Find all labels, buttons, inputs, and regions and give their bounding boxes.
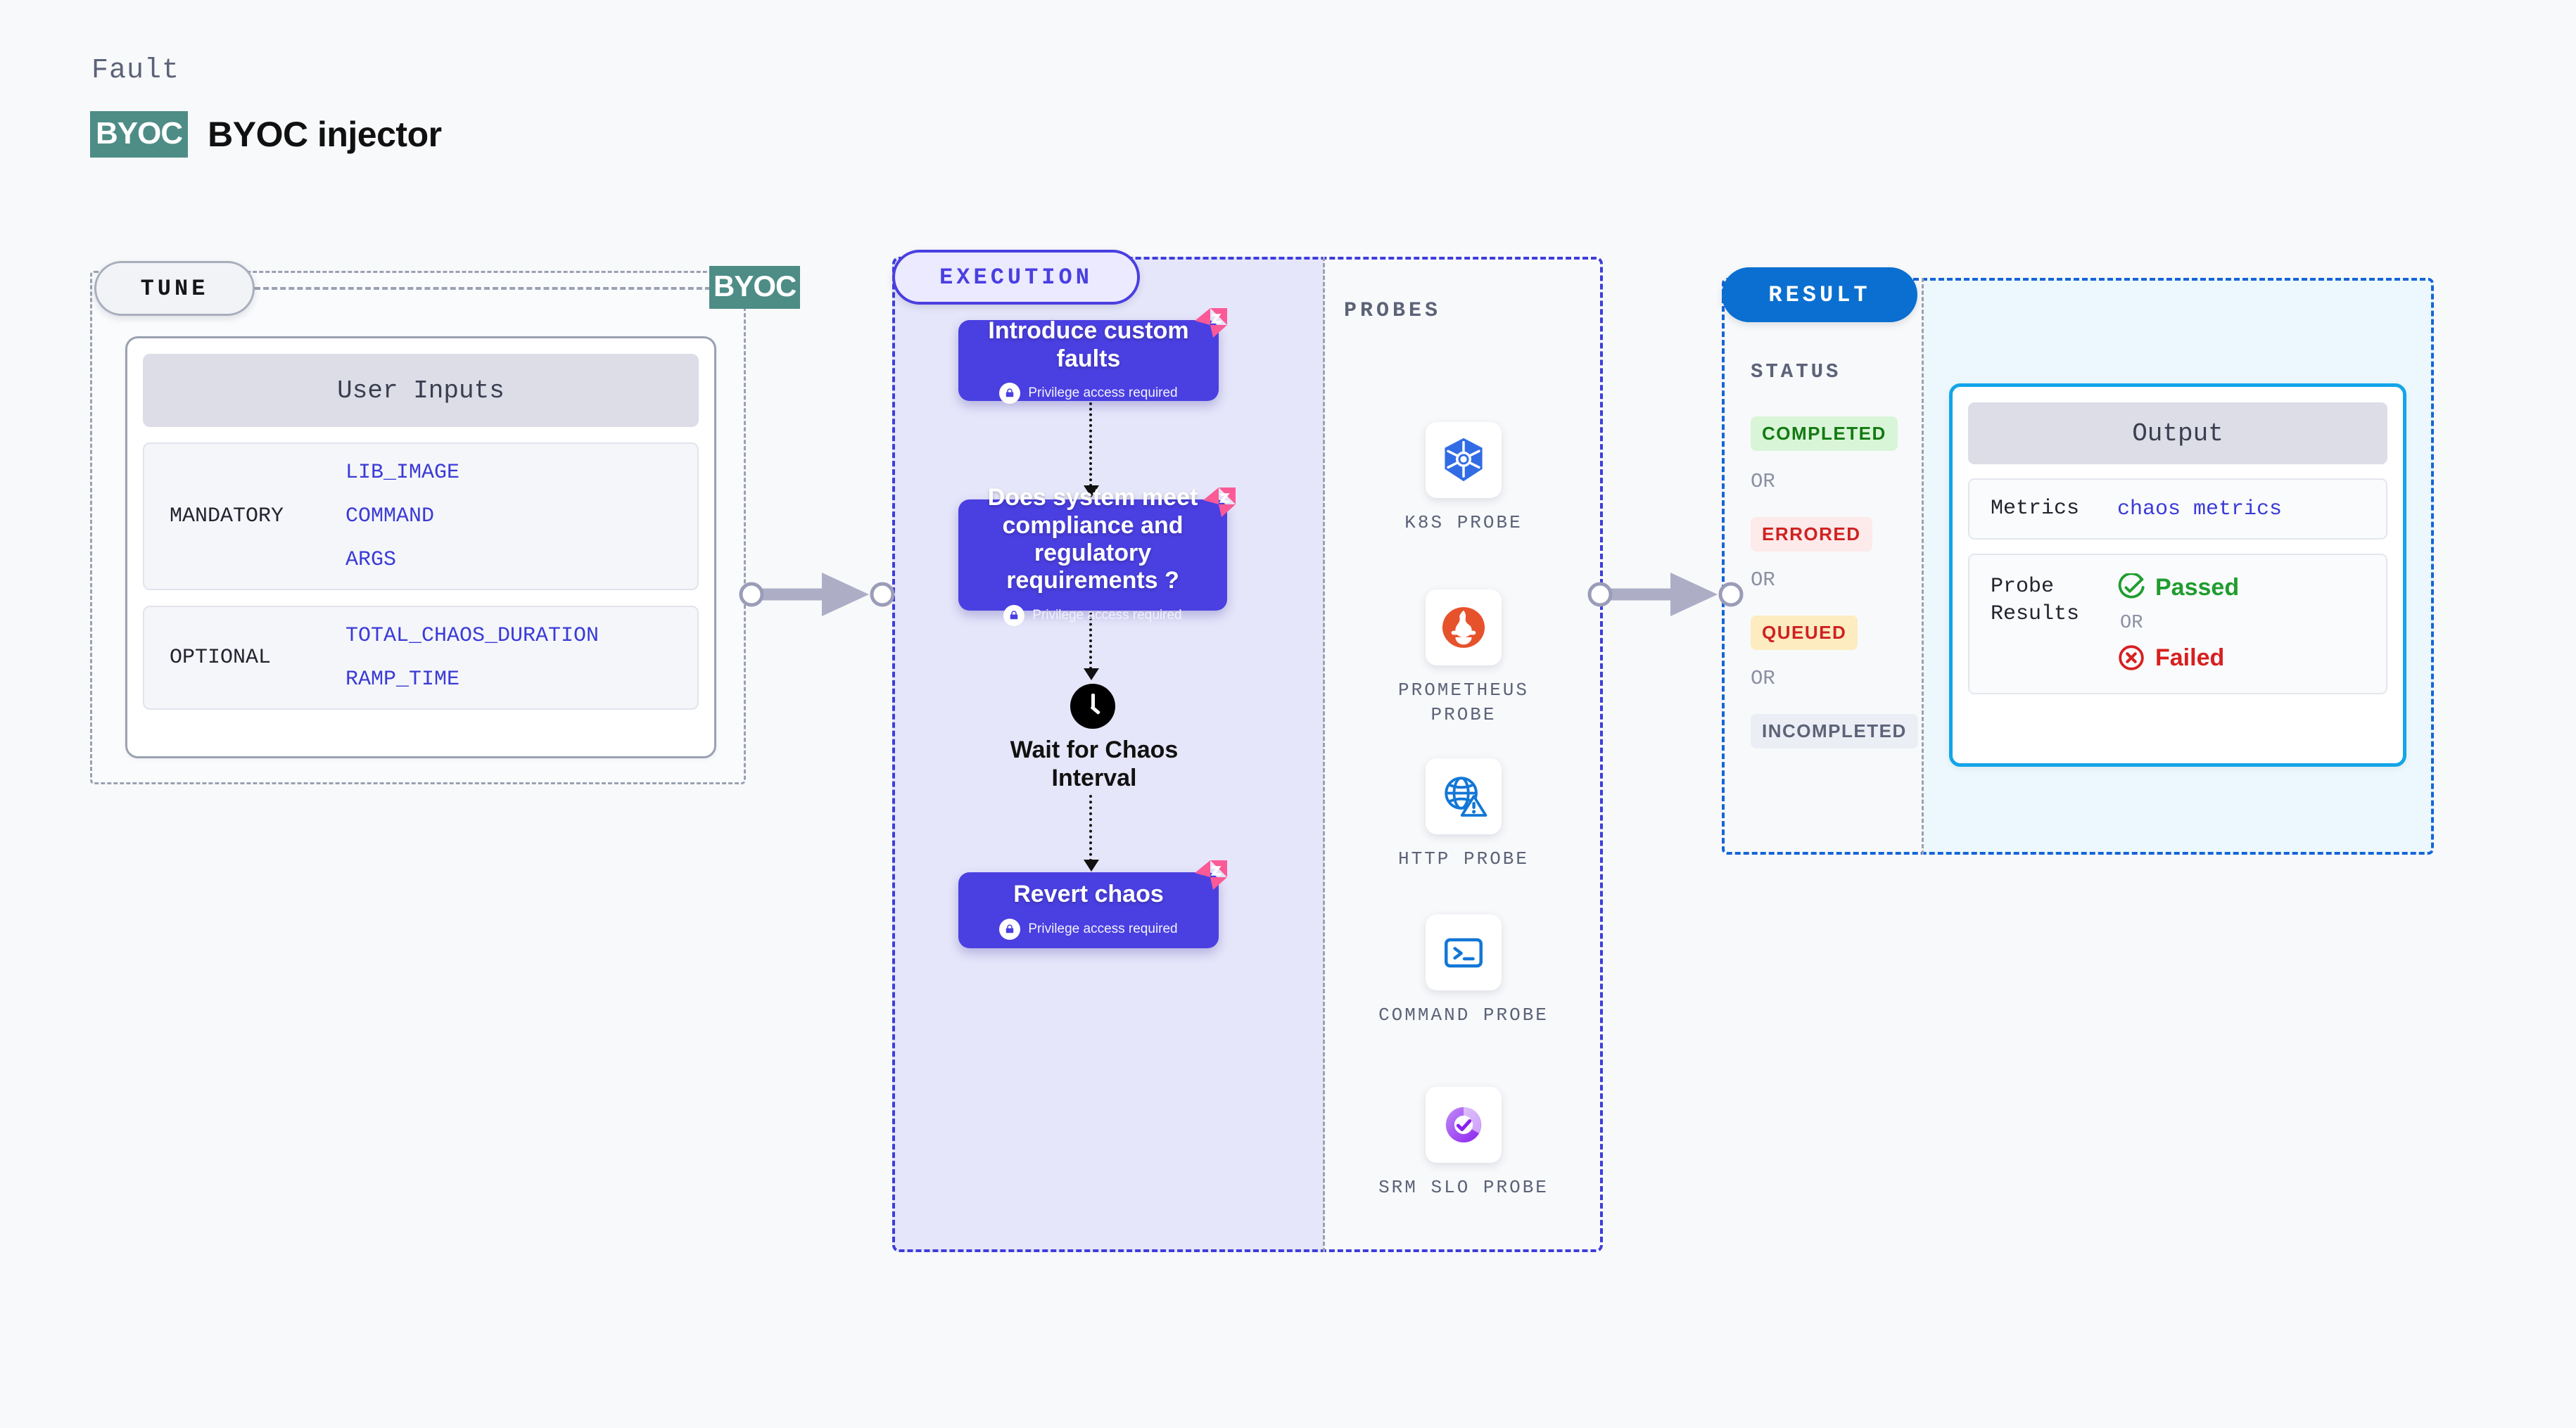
lock-icon <box>999 918 1021 940</box>
chaos-badge-icon <box>1203 487 1236 517</box>
clock-icon <box>1070 684 1115 729</box>
node-title: Revert chaos <box>1013 881 1164 908</box>
connector-arrowhead <box>1084 860 1099 872</box>
page-title-row: BYOC BYOC injector <box>90 111 442 158</box>
optional-label: OPTIONAL <box>170 646 272 670</box>
connector-execution-to-result <box>1587 573 1744 616</box>
node-revert-chaos[interactable]: Revert chaos Privilege access required <box>958 860 1227 948</box>
srm-slo-icon <box>1426 1087 1502 1163</box>
optional-group: OPTIONAL TOTAL_CHAOS_DURATION RAMP_TIME <box>143 606 699 710</box>
probe-label: COMMAND PROBE <box>1378 1005 1549 1026</box>
connector-node2-to-wait <box>1089 612 1092 670</box>
privilege-note: Privilege access required <box>1003 604 1182 626</box>
globe-warning-icon <box>1426 758 1502 834</box>
probe-result-passed: Passed <box>2117 573 2239 601</box>
probes-section-label: PROBES <box>1344 299 1442 323</box>
param-ramp-time[interactable]: RAMP_TIME <box>345 668 460 691</box>
execution-background <box>892 257 1324 1252</box>
kubernetes-icon <box>1426 422 1502 498</box>
user-inputs-title: User Inputs <box>143 354 699 427</box>
probe-label: PROMETHEUS PROBE <box>1397 680 1530 726</box>
passed-label: Passed <box>2155 573 2240 601</box>
tune-pill-label[interactable]: TUNE <box>94 261 255 316</box>
chaos-badge-icon <box>1195 860 1227 890</box>
node-title: Introduce custom faults <box>988 317 1189 372</box>
status-badge-incompleted: INCOMPLETED <box>1751 714 1918 748</box>
check-circle-icon <box>2118 573 2145 599</box>
connector-arrowhead <box>1084 668 1099 680</box>
execution-pill-label[interactable]: EXECUTION <box>892 250 1140 305</box>
mandatory-group: MANDATORY LIB_IMAGE COMMAND ARGS <box>143 442 699 590</box>
or-label: OR <box>1751 568 1775 592</box>
prometheus-icon <box>1426 589 1502 665</box>
connector-tune-to-execution <box>739 573 895 616</box>
result-pill-label[interactable]: RESULT <box>1722 267 1917 322</box>
status-badge-completed: COMPLETED <box>1751 416 1898 451</box>
page-title: BYOC injector <box>208 115 442 154</box>
output-metrics-row: Metrics chaos metrics <box>1968 478 2387 540</box>
probe-result-failed: Failed <box>2117 644 2239 672</box>
page-eyebrow: Fault <box>91 55 180 87</box>
probe-label: K8S PROBE <box>1404 512 1523 533</box>
connector-arrowhead <box>1084 485 1099 497</box>
user-inputs-card: User Inputs MANDATORY LIB_IMAGE COMMAND … <box>125 336 716 758</box>
result-status-divider <box>1922 278 1924 855</box>
probe-label: HTTP PROBE <box>1397 848 1530 869</box>
privilege-text: Privilege access required <box>1028 385 1178 400</box>
result-panel <box>1722 278 2434 855</box>
probe-results-key: Probe Results <box>1981 573 2117 628</box>
connector-node1-to-node2 <box>1089 402 1092 487</box>
node-title: Does system meet compliance and regulato… <box>987 484 1198 594</box>
privilege-note: Privilege access required <box>999 382 1178 404</box>
param-total-chaos-duration[interactable]: TOTAL_CHAOS_DURATION <box>345 624 599 648</box>
byoc-logo-icon: BYOC <box>90 111 189 158</box>
x-circle-icon <box>2119 645 2144 670</box>
byoc-tag-icon: BYOC <box>709 266 801 309</box>
status-section-label: STATUS <box>1751 360 1841 383</box>
probe-label: SRM SLO PROBE <box>1378 1177 1549 1198</box>
param-command[interactable]: COMMAND <box>345 504 435 528</box>
probe-k8s[interactable]: K8S PROBE <box>1376 422 1552 535</box>
or-label: OR <box>1751 667 1775 690</box>
probe-http[interactable]: HTTP PROBE <box>1376 758 1552 872</box>
param-lib-image[interactable]: LIB_IMAGE <box>345 461 460 485</box>
wait-step-label: Wait for Chaos Interval <box>1010 737 1179 792</box>
connector-wait-to-revert <box>1089 795 1092 862</box>
probe-results-key-text: Probe Results <box>1991 575 2080 626</box>
privilege-text: Privilege access required <box>1028 921 1178 936</box>
or-label: OR <box>2120 613 2143 634</box>
probe-srm-slo[interactable]: SRM SLO PROBE <box>1376 1087 1552 1200</box>
output-probe-results-row: Probe Results Passed OR Failed <box>1968 554 2387 694</box>
probe-prometheus[interactable]: PROMETHEUS PROBE <box>1376 589 1552 727</box>
terminal-icon <box>1426 914 1502 990</box>
output-title: Output <box>1968 402 2387 464</box>
probe-command[interactable]: COMMAND PROBE <box>1376 914 1552 1028</box>
output-card: Output Metrics chaos metrics Probe Resul… <box>1949 383 2406 767</box>
node-introduce-custom-faults[interactable]: Introduce custom faults Privilege access… <box>958 308 1227 404</box>
param-args[interactable]: ARGS <box>345 548 397 572</box>
probes-divider <box>1323 257 1325 1252</box>
lock-icon <box>1003 604 1025 626</box>
chaos-badge-icon <box>1195 308 1227 338</box>
lock-icon <box>999 382 1021 404</box>
failed-label: Failed <box>2155 644 2225 671</box>
or-label: OR <box>1751 470 1775 493</box>
privilege-text: Privilege access required <box>1032 607 1182 623</box>
privilege-note: Privilege access required <box>999 918 1178 940</box>
tune-connector-dashed-line <box>255 287 719 290</box>
status-badge-queued: QUEUED <box>1751 616 1858 650</box>
node-compliance-check[interactable]: Does system meet compliance and regulato… <box>958 484 1236 626</box>
metrics-key: Metrics <box>1991 497 2080 521</box>
mandatory-label: MANDATORY <box>170 504 284 528</box>
status-badge-errored: ERRORED <box>1751 517 1872 552</box>
metrics-value[interactable]: chaos metrics <box>2117 497 2283 521</box>
execution-panel <box>892 257 1603 1252</box>
